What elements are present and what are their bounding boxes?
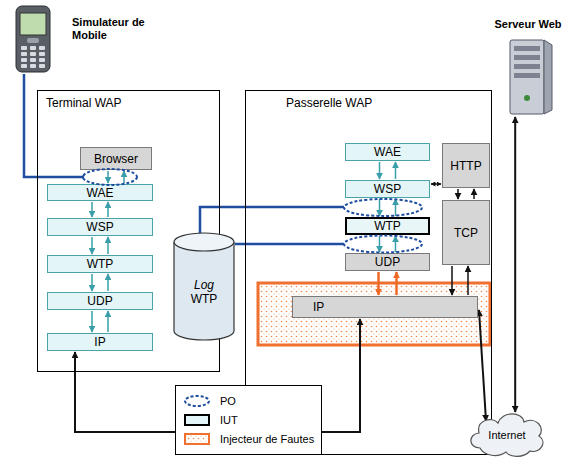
protocol-box: HTTP xyxy=(442,143,490,188)
connector-arrow xyxy=(457,189,459,199)
fault-injector-region xyxy=(258,283,490,345)
layer-box: WSP xyxy=(345,180,430,198)
legend-sample xyxy=(182,394,212,408)
connector-arrow xyxy=(91,274,93,291)
connector-arrow xyxy=(395,162,397,179)
iut-box: WTP xyxy=(345,217,430,235)
layer-box: WAE xyxy=(345,143,430,161)
layer-box: WAE xyxy=(47,184,153,201)
node-label: UDP xyxy=(87,294,112,308)
node-label: WTP xyxy=(191,292,218,306)
connector-arrow xyxy=(107,311,109,332)
phone-icon xyxy=(8,4,58,74)
connector-arrow xyxy=(379,236,381,252)
connector-arrow xyxy=(379,199,381,216)
layer-box: WTP xyxy=(47,255,153,273)
legend-row: PO xyxy=(182,391,315,410)
node-label: WTP xyxy=(87,257,114,271)
node-label: UDP xyxy=(375,255,400,269)
connector-arrow xyxy=(395,272,398,295)
node-label: IP xyxy=(94,335,105,349)
node-label: Simulateur de Mobile xyxy=(72,16,148,42)
connector-arrow xyxy=(431,183,441,185)
connector-arrow xyxy=(377,272,380,295)
legend-label: Injecteur de Fautes xyxy=(220,433,314,445)
layer-box: WSP xyxy=(47,218,153,236)
connector-arrow xyxy=(91,237,93,254)
legend-row: IUT xyxy=(182,410,315,429)
observation-line xyxy=(235,243,344,246)
connector-arrow xyxy=(91,311,93,332)
web-server: Serveur Web xyxy=(486,16,570,116)
connector-arrow xyxy=(514,117,516,412)
node-label: Serveur Web xyxy=(486,18,570,30)
connector-arrow xyxy=(123,171,125,183)
connector-arrow xyxy=(451,266,453,295)
connector-arrow xyxy=(107,237,109,254)
log-cylinder: LogWTP xyxy=(173,232,235,342)
connector-arrow xyxy=(91,202,93,217)
protocol-box: IP xyxy=(292,296,478,318)
connector-arrow xyxy=(467,266,469,295)
node-label: WSP xyxy=(374,182,401,196)
layer-box: IP xyxy=(47,333,153,351)
connector-arrow xyxy=(379,162,381,179)
internet-cloud: Internet xyxy=(466,408,548,458)
server-icon xyxy=(496,38,556,116)
legend-sample xyxy=(182,432,212,446)
protocol-box: UDP xyxy=(345,253,430,271)
connector-arrow xyxy=(107,171,109,183)
container-title: Passerelle WAP xyxy=(286,96,483,110)
legend-label: PO xyxy=(220,395,236,407)
node-label: Browser xyxy=(94,152,138,166)
connector-arrow xyxy=(395,199,397,216)
legend-sample xyxy=(182,413,212,427)
node-label: HTTP xyxy=(450,159,481,173)
layer-box: UDP xyxy=(47,292,153,310)
legend-row: Injecteur de Fautes xyxy=(182,429,315,448)
legend-label: IUT xyxy=(220,414,238,426)
mobile-simulator: Simulateur de Mobile xyxy=(8,4,148,76)
connector-arrow xyxy=(395,236,397,252)
node-label: WTP xyxy=(374,219,401,233)
observation-point xyxy=(344,199,422,216)
node-label: Internet xyxy=(488,429,525,441)
connector-arrow xyxy=(473,189,475,199)
protocol-box: TCP xyxy=(442,200,490,265)
observation-point xyxy=(83,169,137,185)
node-label: WAE xyxy=(87,186,114,200)
observation-line xyxy=(200,207,344,236)
connector-arrow xyxy=(107,274,109,291)
connector-arrow xyxy=(479,310,486,421)
node-label: Log xyxy=(194,278,214,292)
node-label: TCP xyxy=(454,226,478,240)
container-title: Terminal WAP xyxy=(46,96,211,110)
browser-box: Browser xyxy=(80,147,152,170)
node-label: IP xyxy=(313,300,324,314)
legend-box: PO IUT Injecteur de Fautes xyxy=(175,385,322,455)
observation-point xyxy=(344,236,422,253)
node-label: WSP xyxy=(86,220,113,234)
connector-arrow xyxy=(107,202,109,217)
node-label: WAE xyxy=(374,145,401,159)
